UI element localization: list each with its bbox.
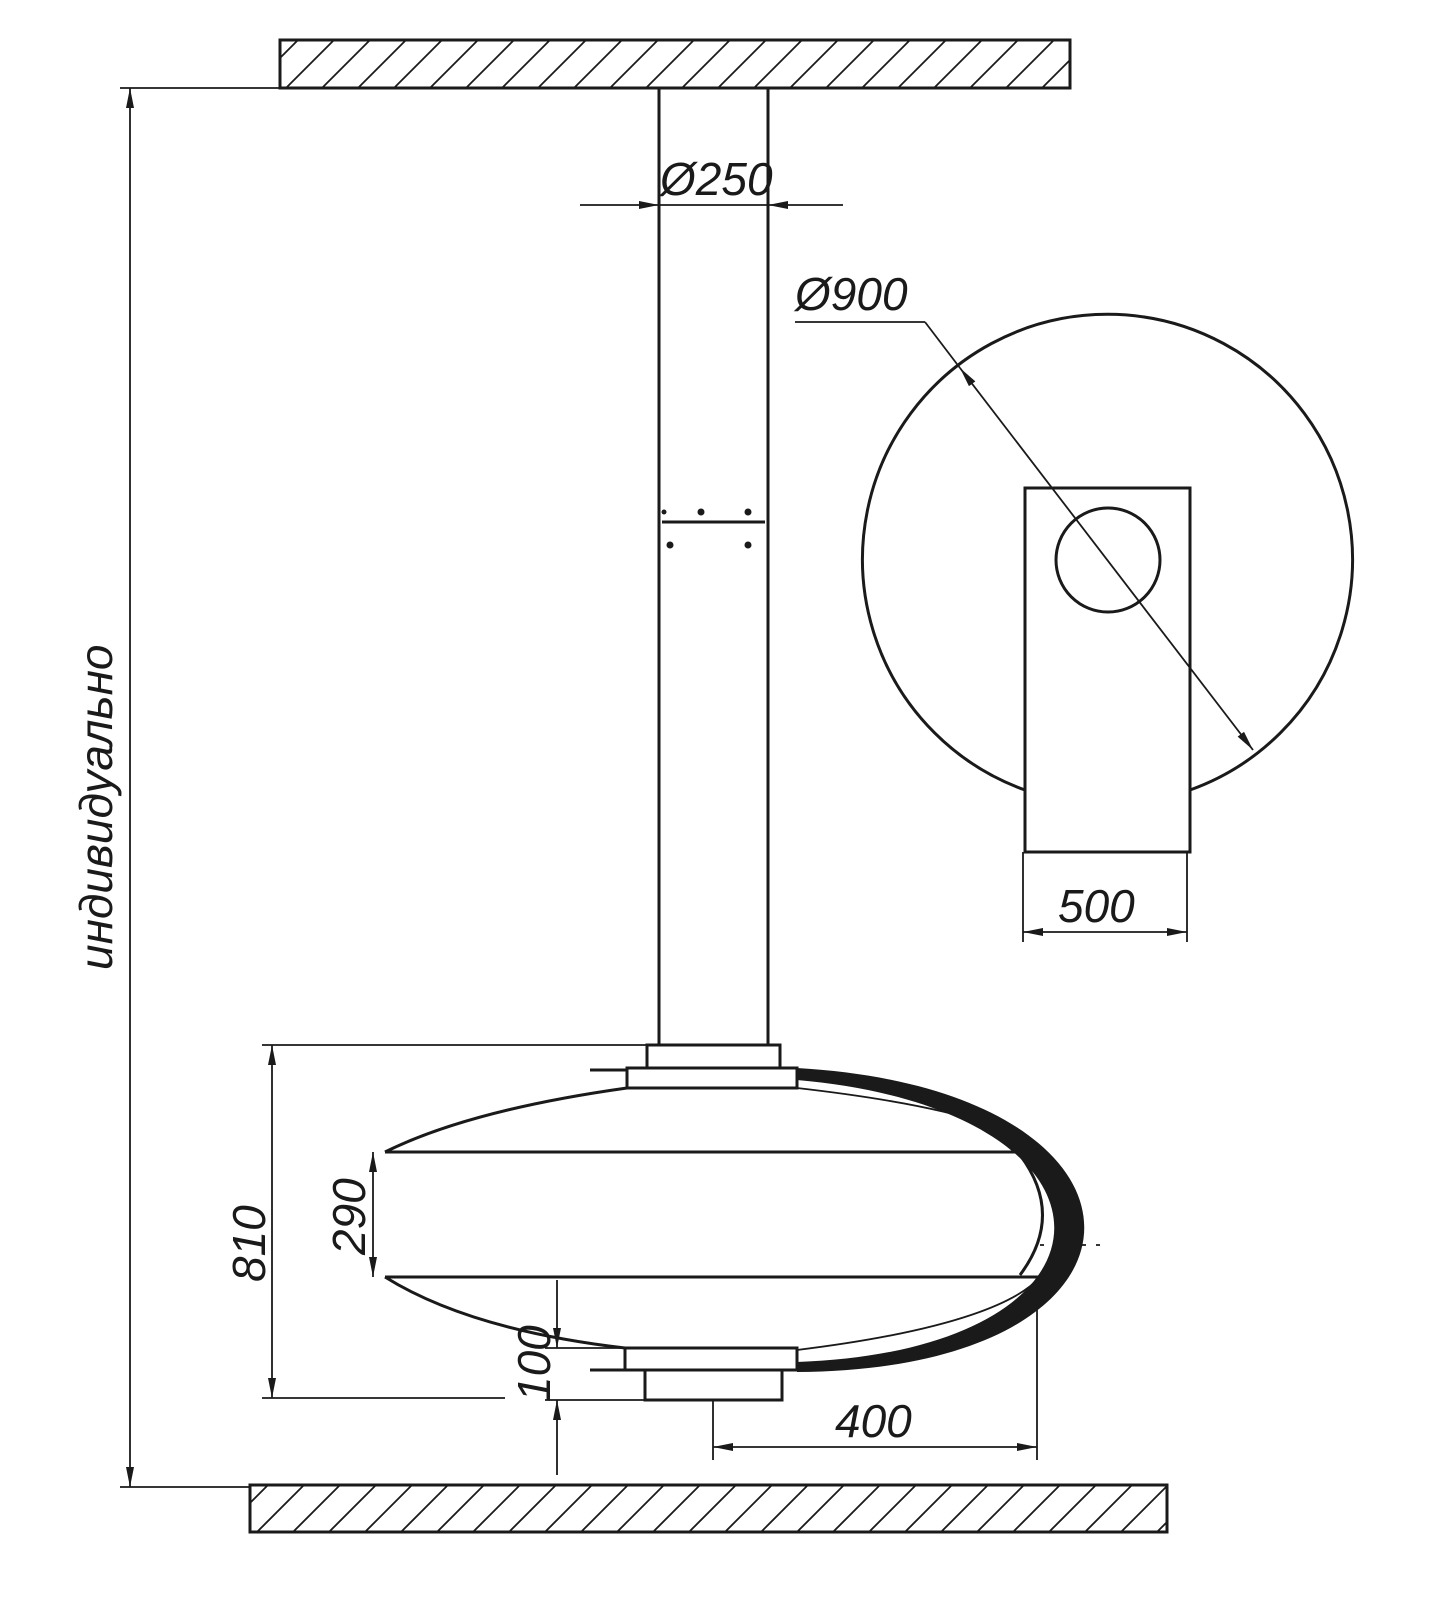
hatch-line: [652, 1484, 701, 1533]
total-height-dimension: 810: [223, 1044, 647, 1399]
radius-dimension: 400: [712, 1277, 1038, 1460]
hatch-line: [328, 1484, 377, 1533]
radius-label: 400: [835, 1395, 912, 1447]
hatch-line: [645, 39, 695, 89]
hatch-line: [1005, 39, 1055, 89]
hatch-line: [1048, 1484, 1097, 1533]
chimney-pipe: [657, 88, 770, 1045]
hatch-line: [321, 39, 371, 89]
pipe-diameter-label: Ø250: [658, 153, 773, 205]
hatch-line: [436, 1484, 485, 1533]
ceiling-height-dimension: индивидуально: [70, 87, 280, 1488]
top-view: Ø900 500: [793, 268, 1354, 942]
hatch-line: [580, 1484, 629, 1533]
hatch-line: [940, 1484, 989, 1533]
hatch-line: [976, 1484, 1025, 1533]
hatch-line: [724, 1484, 773, 1533]
hatch-line: [825, 39, 875, 89]
hatch-line: [501, 39, 551, 89]
hatch-line: [861, 39, 911, 89]
hatch-line: [573, 39, 623, 89]
hatch-line: [832, 1484, 881, 1533]
hatch-line: [789, 39, 839, 89]
hatch-line: [1084, 1484, 1133, 1533]
hatch-line: [544, 1484, 593, 1533]
hatch-line: [465, 39, 515, 89]
hatch-line: [537, 39, 587, 89]
hatch-line: [933, 39, 983, 89]
hatch-line: [868, 1484, 917, 1533]
hatch-line: [279, 39, 299, 59]
hatch-line: [681, 39, 731, 89]
hatch-line: [1156, 1521, 1168, 1533]
hatch-line: [393, 39, 443, 89]
hatch-line: [1012, 1484, 1061, 1533]
hatch-line: [753, 39, 803, 89]
hatch-line: [796, 1484, 845, 1533]
hatch-line: [969, 39, 1019, 89]
hatch-line: [256, 1484, 305, 1533]
hatch-line: [357, 39, 407, 89]
hatch-line: [1120, 1485, 1168, 1533]
ceiling-height-label: индивидуально: [70, 644, 122, 970]
hatch-line: [249, 1484, 269, 1504]
floor-slab: [248, 1483, 1169, 1534]
hatch-line: [472, 1484, 521, 1533]
total-height-label: 810: [223, 1205, 275, 1282]
ceiling-slab: [278, 38, 1072, 90]
bottom-offset-label: 100: [508, 1325, 560, 1402]
hatch-line: [292, 1484, 341, 1533]
pipe-diameter-dimension: Ø250: [580, 153, 843, 209]
fireplace-body: [384, 1043, 1110, 1402]
hatch-line: [508, 1484, 557, 1533]
hatch-line: [897, 39, 947, 89]
hatch-line: [717, 39, 767, 89]
hatch-line: [688, 1484, 737, 1533]
hatch-line: [904, 1484, 953, 1533]
hatch-line: [1041, 59, 1071, 89]
hatch-line: [285, 39, 335, 89]
hatch-line: [616, 1484, 665, 1533]
hatch-line: [364, 1484, 413, 1533]
band-height-dimension: 290: [323, 1152, 377, 1277]
hatch-line: [760, 1484, 809, 1533]
bottom-offset-dimension: 100: [508, 1280, 645, 1475]
hatch-line: [609, 39, 659, 89]
plate-width-label: 500: [1058, 880, 1135, 932]
hood-diameter-label: Ø900: [793, 268, 908, 320]
hatch-line: [400, 1484, 449, 1533]
hatch-line: [429, 39, 479, 89]
band-height-label: 290: [323, 1178, 375, 1256]
